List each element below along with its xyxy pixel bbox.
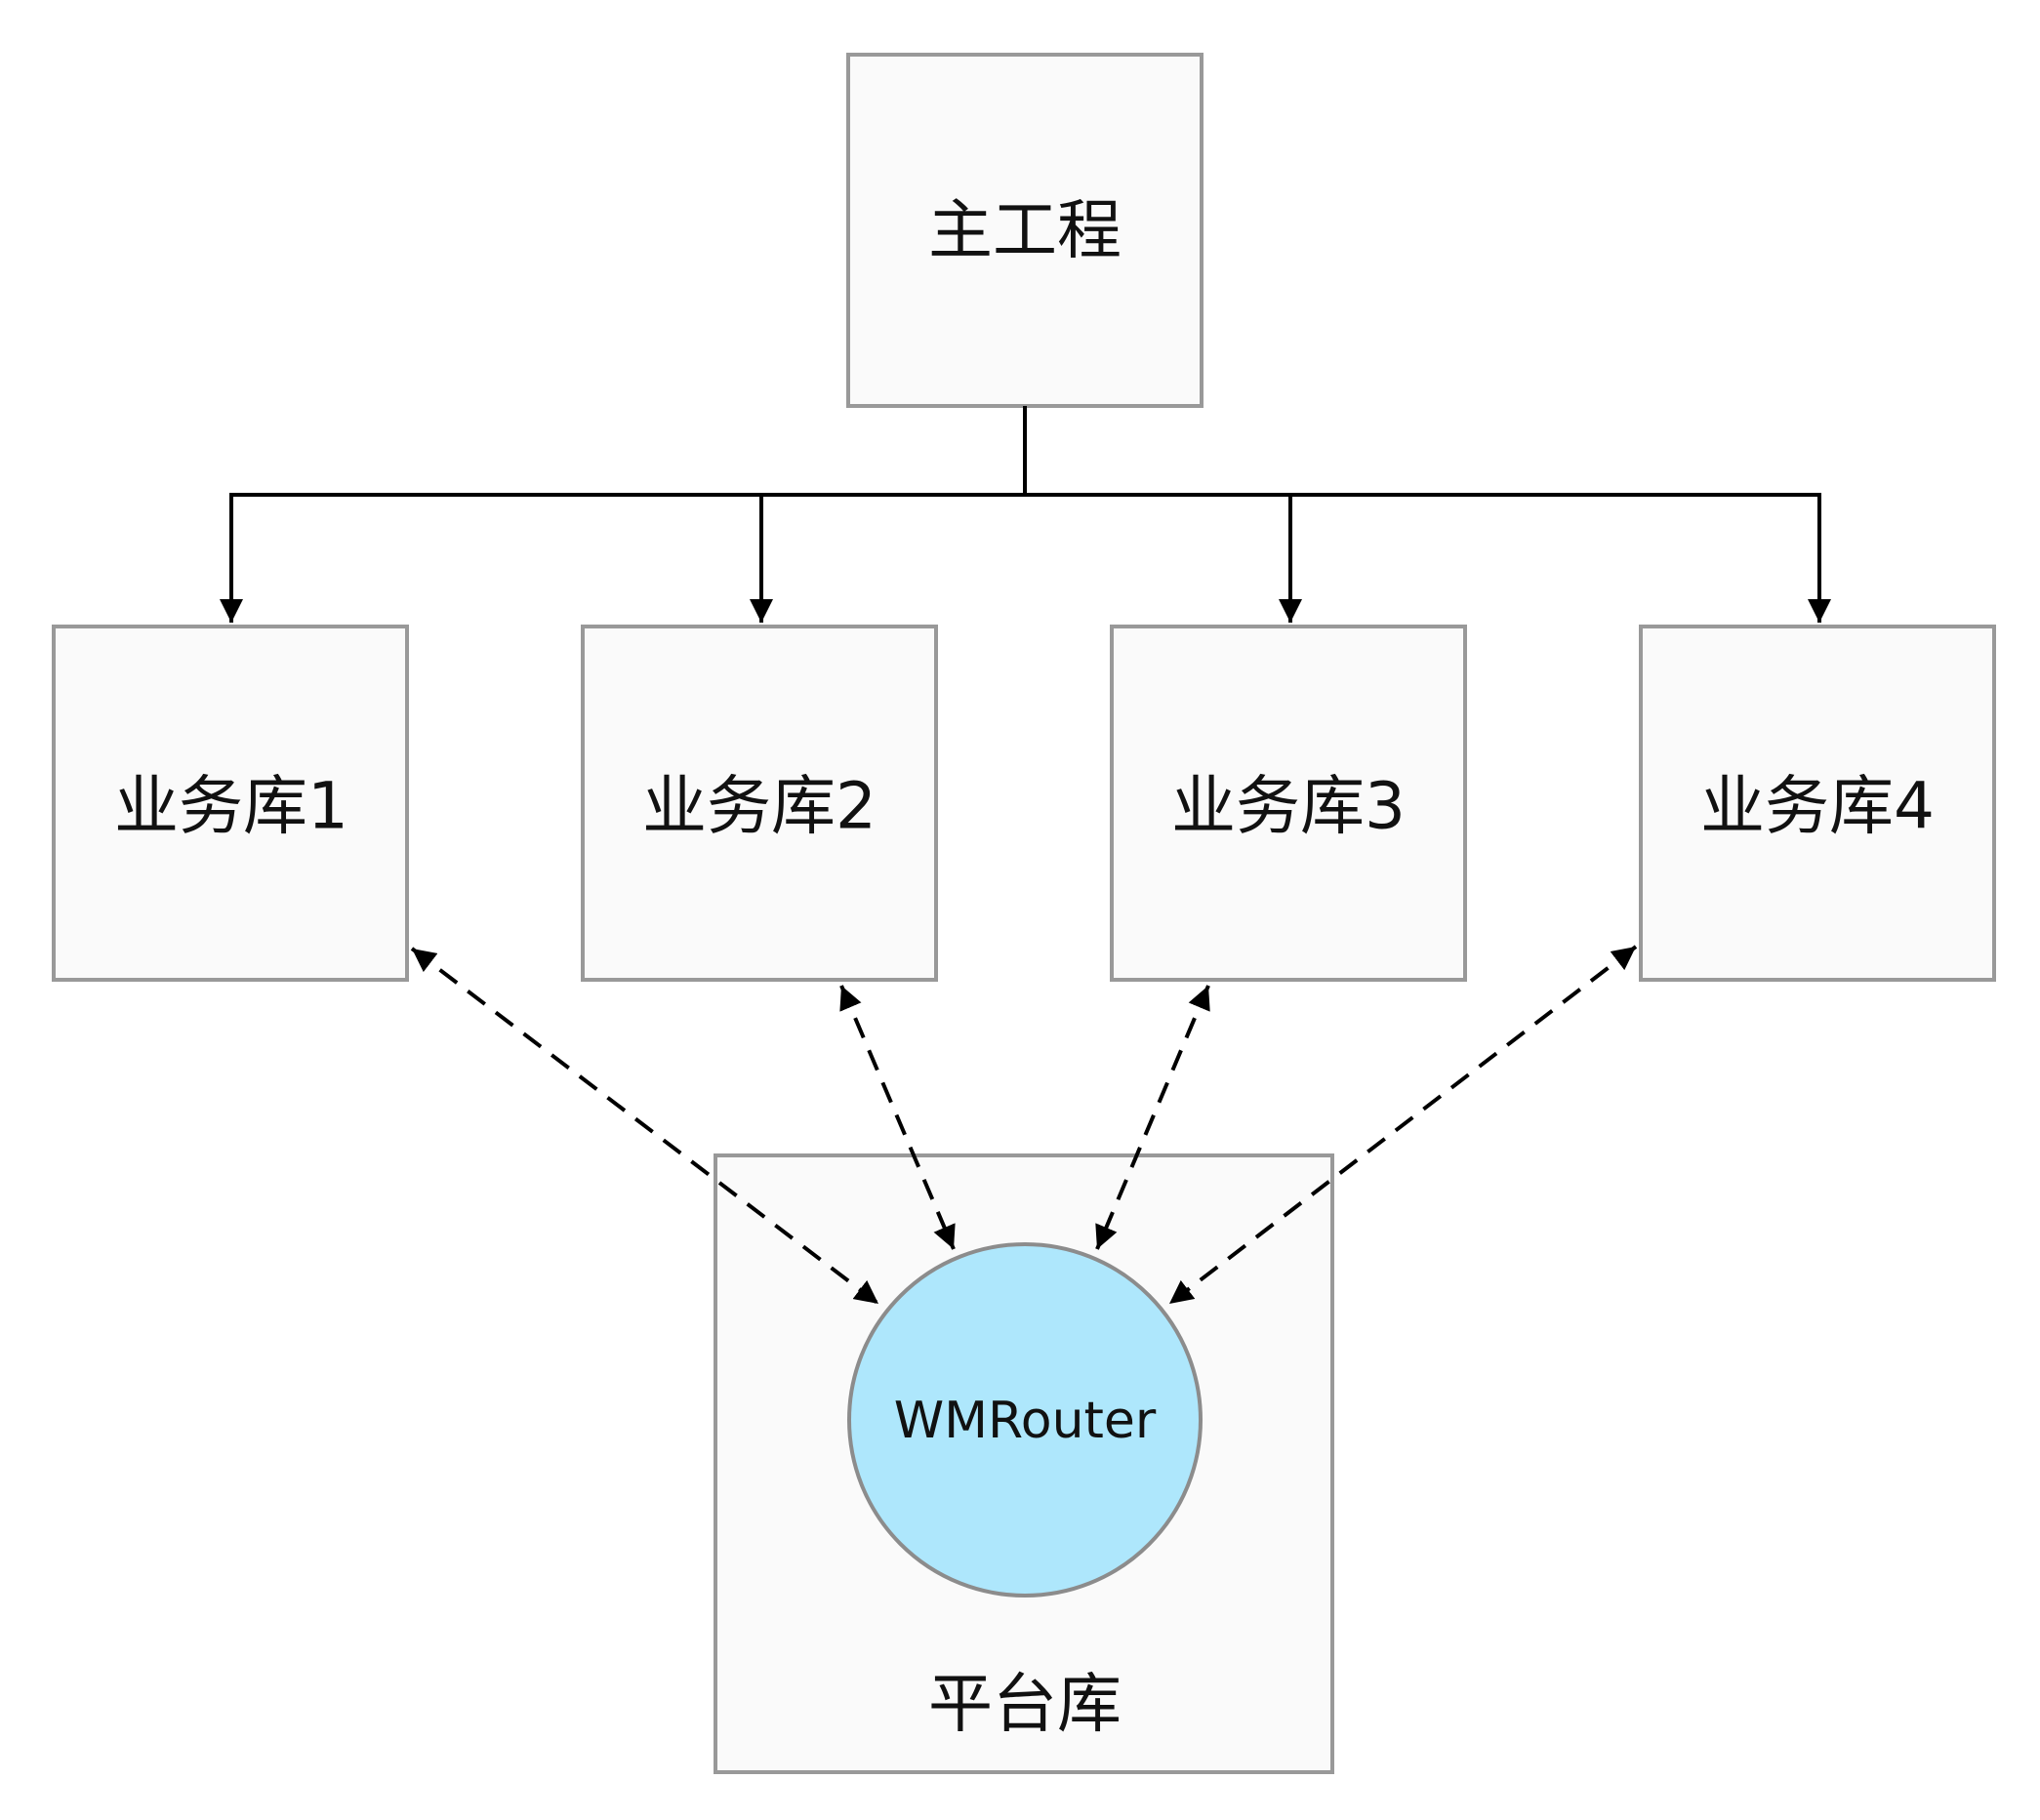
main-project-label: 主工程 [928, 193, 1122, 268]
platform-lib-label: 平台库 [928, 1667, 1122, 1742]
router-link-1 [410, 947, 880, 1306]
main-project-node: 主工程 [846, 53, 1204, 408]
router-links [410, 945, 1638, 1306]
business-lib-label-2: 业务库2 [642, 769, 877, 844]
router-node: WMRouter [847, 1242, 1203, 1598]
main-project-box [846, 53, 1204, 408]
business-lib-label-1: 业务库1 [114, 769, 348, 844]
business-lib-node-1: 业务库1 [52, 625, 409, 982]
router-link-2 [839, 985, 956, 1250]
business-lib-label-4: 业务库4 [1700, 769, 1935, 844]
router-label: WMRouter [894, 1392, 1157, 1450]
business-lib-label-3: 业务库3 [1171, 769, 1406, 844]
business-lib-box-1 [52, 625, 409, 982]
business-lib-box-3 [1110, 625, 1467, 982]
business-lib-box-4 [1639, 625, 1996, 982]
business-lib-box-2 [581, 625, 938, 982]
business-lib-node-3: 业务库3 [1110, 625, 1467, 982]
router-circle [847, 1242, 1203, 1598]
dependency-tree [220, 406, 1831, 623]
router-link-4 [1167, 945, 1638, 1306]
business-lib-node-4: 业务库4 [1639, 625, 1996, 982]
business-lib-node-2: 业务库2 [581, 625, 938, 982]
